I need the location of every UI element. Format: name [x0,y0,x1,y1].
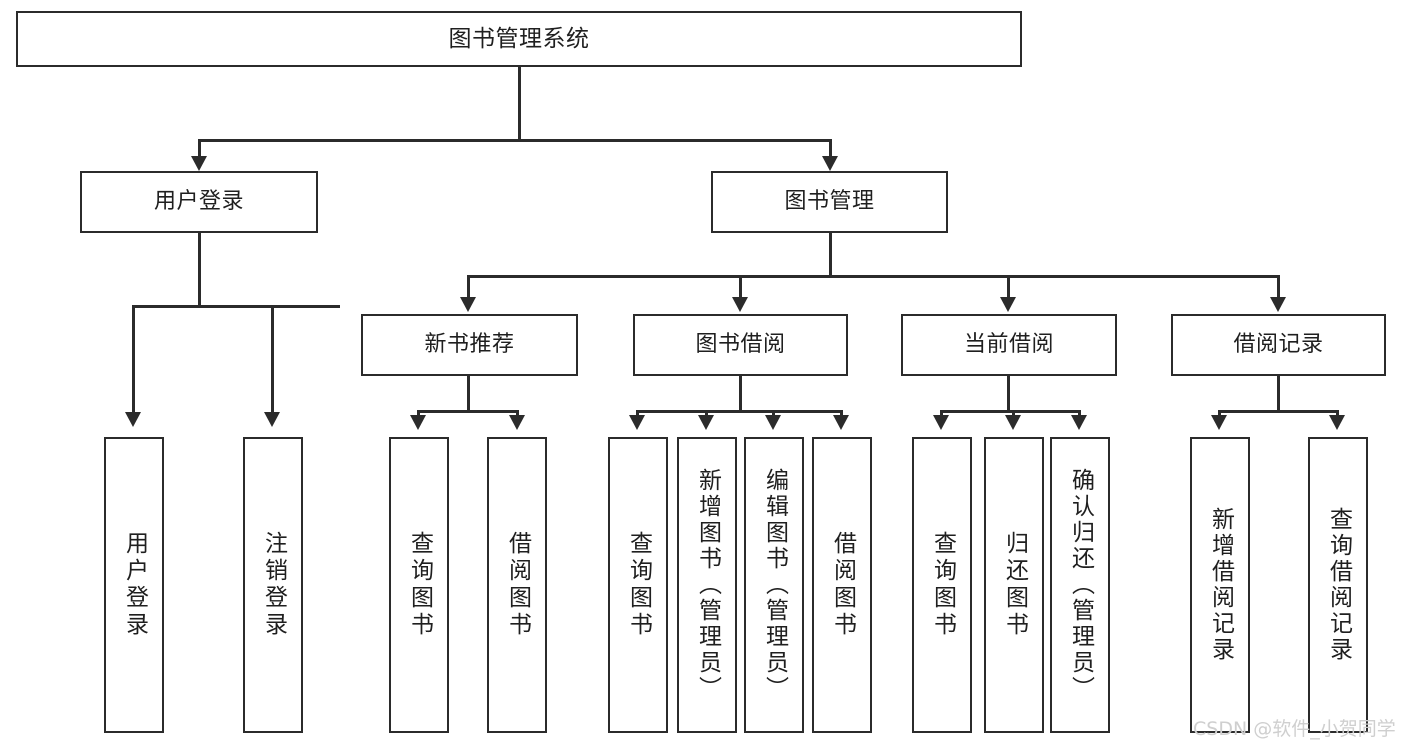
node-leaf-confirm-return-admin[interactable]: 确认归还（管理员） [1050,437,1110,733]
connector-root-to-book-manage [829,139,832,161]
arrowhead-root-to-book-manage [822,156,838,171]
arrowhead-user-login-to-leaf1 [125,412,141,427]
connector-user-login-stem [198,233,201,305]
node-label: 借阅图书 [504,531,531,639]
node-label: 用户登录 [121,531,148,639]
arrowhead-book-borrow-to-leaf3 [765,415,781,430]
arrowhead-current-borrow-to-leaf1 [933,415,949,430]
node-leaf-query-book[interactable]: 查询图书 [608,437,668,733]
connector-to-borrow-record [1277,275,1280,301]
node-label: 确认归还（管理员） [1067,468,1094,702]
node-label: 当前借阅 [963,332,1054,358]
csdn-watermark: CSDN @软件_小贺同学 [1193,718,1396,740]
node-leaf-add-book-admin[interactable]: 新增图书（管理员） [677,437,737,733]
arrowhead-borrow-record-to-leaf1 [1211,415,1227,430]
connector-root-bus [198,139,830,142]
node-label: 查询图书 [625,531,652,639]
connector-root-stem [518,67,521,139]
node-book-borrow[interactable]: 图书借阅 [633,314,848,376]
arrowhead-new-book-rec-to-leaf1 [410,415,426,430]
connector-book-borrow-bus [636,410,842,413]
connector-borrow-record-to-leaf1 [1218,410,1221,418]
connector-book-borrow-to-leaf2 [705,410,708,418]
connector-new-book-rec-to-leaf1 [417,410,420,418]
connector-current-borrow-bus [940,410,1080,413]
arrowhead-book-borrow-to-leaf4 [833,415,849,430]
arrowhead-to-new-book-rec [460,297,476,312]
arrowhead-current-borrow-to-leaf2 [1005,415,1021,430]
node-label: 查询图书 [929,531,956,639]
node-label: 查询借阅记录 [1325,507,1352,663]
connector-borrow-record-bus [1218,410,1338,413]
node-book-management[interactable]: 图书管理 [711,171,948,233]
node-leaf-query-book-current[interactable]: 查询图书 [912,437,972,733]
connector-new-book-rec-stem [467,376,470,410]
connector-borrow-record-to-leaf2 [1336,410,1339,418]
connector-user-login-to-leaf2 [271,305,274,415]
node-leaf-borrow-book-recommendation[interactable]: 借阅图书 [487,437,547,733]
connector-book-borrow-to-leaf1 [636,410,639,418]
node-leaf-logout[interactable]: 注销登录 [243,437,303,733]
node-label: 借阅记录 [1233,332,1324,358]
connector-to-book-borrow [739,275,742,301]
node-leaf-user-login[interactable]: 用户登录 [104,437,164,733]
connector-borrow-record-stem [1277,376,1280,410]
arrowhead-current-borrow-to-leaf3 [1071,415,1087,430]
arrowhead-book-borrow-to-leaf1 [629,415,645,430]
node-leaf-return-book[interactable]: 归还图书 [984,437,1044,733]
node-root-book-management-system[interactable]: 图书管理系统 [16,11,1022,67]
node-leaf-add-borrow-record[interactable]: 新增借阅记录 [1190,437,1250,733]
arrowhead-user-login-to-leaf2 [264,412,280,427]
node-label: 图书管理 [784,189,875,215]
connector-current-borrow-to-leaf2 [1012,410,1015,418]
connector-new-book-rec-bus [417,410,519,413]
connector-user-login-to-leaf1 [132,305,135,415]
arrowhead-book-borrow-to-leaf2 [698,415,714,430]
node-label: 注销登录 [260,531,287,639]
node-leaf-borrow-book[interactable]: 借阅图书 [812,437,872,733]
arrowhead-to-borrow-record [1270,297,1286,312]
connector-to-current-borrow [1007,275,1010,301]
arrowhead-to-book-borrow [732,297,748,312]
node-leaf-edit-book-admin[interactable]: 编辑图书（管理员） [744,437,804,733]
arrowhead-root-to-user-login [191,156,207,171]
node-leaf-query-borrow-record[interactable]: 查询借阅记录 [1308,437,1368,733]
node-label: 图书管理系统 [448,25,590,52]
connector-new-book-rec-to-leaf2 [516,410,519,418]
arrowhead-borrow-record-to-leaf2 [1329,415,1345,430]
node-label: 新书推荐 [424,332,515,358]
node-label: 借阅图书 [829,531,856,639]
node-label: 归还图书 [1001,531,1028,639]
node-label: 用户登录 [153,189,244,215]
arrowhead-new-book-rec-to-leaf2 [509,415,525,430]
connector-book-manage-bus [467,275,1279,278]
connector-user-login-bus [132,305,340,308]
node-borrow-record[interactable]: 借阅记录 [1171,314,1386,376]
node-leaf-query-book-recommendation[interactable]: 查询图书 [389,437,449,733]
node-label: 新增借阅记录 [1207,507,1234,663]
node-current-borrow[interactable]: 当前借阅 [901,314,1117,376]
node-label: 图书借阅 [695,332,786,358]
connector-current-borrow-to-leaf1 [940,410,943,418]
connector-book-borrow-to-leaf4 [840,410,843,418]
node-new-book-recommendation[interactable]: 新书推荐 [361,314,578,376]
connector-to-new-book-rec [467,275,470,301]
node-label: 编辑图书（管理员） [761,468,788,702]
connector-current-borrow-to-leaf3 [1078,410,1081,418]
connector-root-to-user-login [198,139,201,161]
node-user-login[interactable]: 用户登录 [80,171,318,233]
arrowhead-to-current-borrow [1000,297,1016,312]
node-label: 新增图书（管理员） [694,468,721,702]
node-label: 查询图书 [406,531,433,639]
connector-book-borrow-to-leaf3 [772,410,775,418]
connector-book-manage-stem [829,233,832,275]
connector-current-borrow-stem [1007,376,1010,410]
connector-book-borrow-stem [739,376,742,410]
